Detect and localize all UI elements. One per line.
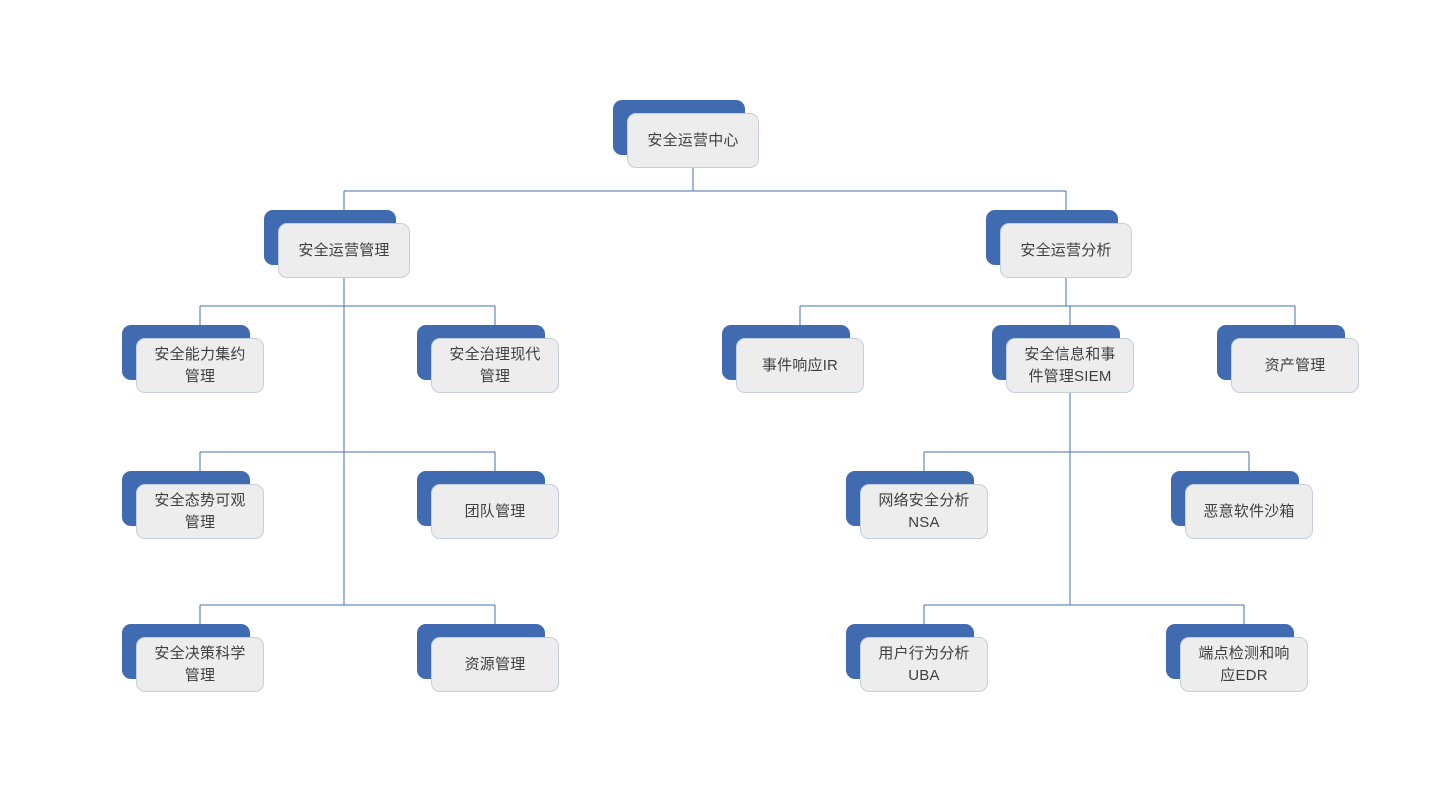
node-ops-analysis[interactable]: 安全运营分析 [986,210,1132,278]
node-face: 安全治理现代 管理 [431,338,559,393]
node-label: 资产管理 [1264,356,1326,374]
node-face: 用户行为分析 UBA [860,637,988,692]
node-resource[interactable]: 资源管理 [417,624,559,692]
node-uba[interactable]: 用户行为分析 UBA [846,624,988,692]
node-label: 安全治理现代 管理 [449,345,541,385]
node-face: 安全态势可观 管理 [136,484,264,539]
node-siem[interactable]: 安全信息和事 件管理SIEM [992,325,1134,393]
node-nsa[interactable]: 网络安全分析 NSA [846,471,988,539]
node-face: 安全运营中心 [627,113,759,168]
node-asset[interactable]: 资产管理 [1217,325,1359,393]
node-face: 端点检测和响 应EDR [1180,637,1308,692]
node-label: 资源管理 [464,655,526,673]
node-soc[interactable]: 安全运营中心 [613,100,759,168]
node-face: 资源管理 [431,637,559,692]
node-face: 事件响应IR [736,338,864,393]
node-label: 安全信息和事 件管理SIEM [1024,345,1116,385]
node-face: 资产管理 [1231,338,1359,393]
node-decision[interactable]: 安全决策科学 管理 [122,624,264,692]
node-sandbox[interactable]: 恶意软件沙箱 [1171,471,1313,539]
node-face: 安全决策科学 管理 [136,637,264,692]
node-label: 团队管理 [464,502,526,520]
node-face: 团队管理 [431,484,559,539]
node-face: 网络安全分析 NSA [860,484,988,539]
node-face: 安全运营管理 [278,223,410,278]
node-label: 安全运营管理 [298,241,390,259]
node-label: 用户行为分析 UBA [878,644,970,684]
node-label: 恶意软件沙箱 [1203,502,1295,520]
node-face: 安全运营分析 [1000,223,1132,278]
node-label: 安全能力集约 管理 [154,345,246,385]
node-capability[interactable]: 安全能力集约 管理 [122,325,264,393]
node-ops-mgmt[interactable]: 安全运营管理 [264,210,410,278]
node-face: 安全能力集约 管理 [136,338,264,393]
node-team[interactable]: 团队管理 [417,471,559,539]
node-ir[interactable]: 事件响应IR [722,325,864,393]
node-label: 安全态势可观 管理 [154,491,246,531]
node-posture[interactable]: 安全态势可观 管理 [122,471,264,539]
node-face: 安全信息和事 件管理SIEM [1006,338,1134,393]
node-label: 安全决策科学 管理 [154,644,246,684]
node-face: 恶意软件沙箱 [1185,484,1313,539]
node-label: 事件响应IR [761,356,839,374]
node-label: 端点检测和响 应EDR [1198,644,1290,684]
node-edr[interactable]: 端点检测和响 应EDR [1166,624,1308,692]
node-label: 安全运营中心 [647,131,739,149]
node-label: 安全运营分析 [1020,241,1112,259]
node-label: 网络安全分析 NSA [878,491,970,531]
node-governance[interactable]: 安全治理现代 管理 [417,325,559,393]
